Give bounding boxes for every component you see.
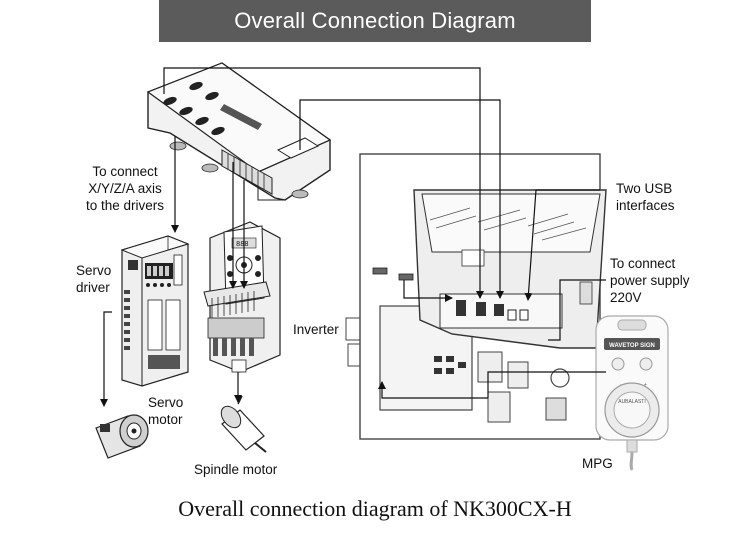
mpg-brand-text: WAVETOP SIGN (609, 343, 655, 349)
mpg-label: MPG (582, 456, 613, 471)
power-line-3: 220V (610, 290, 642, 305)
nk300-monitor (413, 189, 607, 349)
connect-axis-line-2: X/Y/Z/A axis (88, 181, 162, 196)
servo-driver-line-2: driver (76, 280, 110, 295)
servo-motor-label: Servo motor (148, 394, 183, 428)
inverter-unit: 888 (203, 221, 281, 373)
usb-line-1: Two USB (616, 181, 673, 196)
usb-line-2: interfaces (616, 198, 675, 213)
spindle-motor-icon (220, 395, 267, 453)
servo-motor-icon (95, 414, 149, 459)
connect-axis-line-3: to the drivers (85, 198, 165, 213)
spindle-motor-label: Spindle motor (194, 462, 278, 477)
servo-driver-line-1: Servo (76, 263, 112, 278)
servo-motor-line-1: Servo (148, 395, 184, 410)
power-line-2: power supply (610, 273, 690, 288)
servo-driver-label: Servo driver (76, 262, 111, 296)
power-line-1: To connect (610, 256, 676, 271)
mpg-dial-text: AUBALASTI (618, 399, 646, 405)
controller-unit (146, 62, 332, 201)
power-label: To connect power supply 220V (610, 255, 690, 306)
diagram-caption: Overall connection diagram of NK300CX-H (178, 496, 572, 521)
connect-axis-line-1: To connect (92, 164, 158, 179)
servo-driver (120, 235, 190, 387)
mpg-plus: + (644, 382, 647, 388)
svg-text:888: 888 (236, 240, 249, 248)
inverter-label: Inverter (293, 322, 339, 337)
page-title: Overall Connection Diagram (159, 0, 591, 42)
usb-label: Two USB interfaces (616, 180, 675, 214)
mpg-pendant: WAVETOP SIGN - + AUBALASTI (595, 315, 669, 471)
servo-motor-line-2: motor (148, 412, 183, 427)
connect-axis-label: To connect X/Y/Z/A axis to the drivers (70, 163, 180, 214)
connection-lines (100, 67, 606, 407)
